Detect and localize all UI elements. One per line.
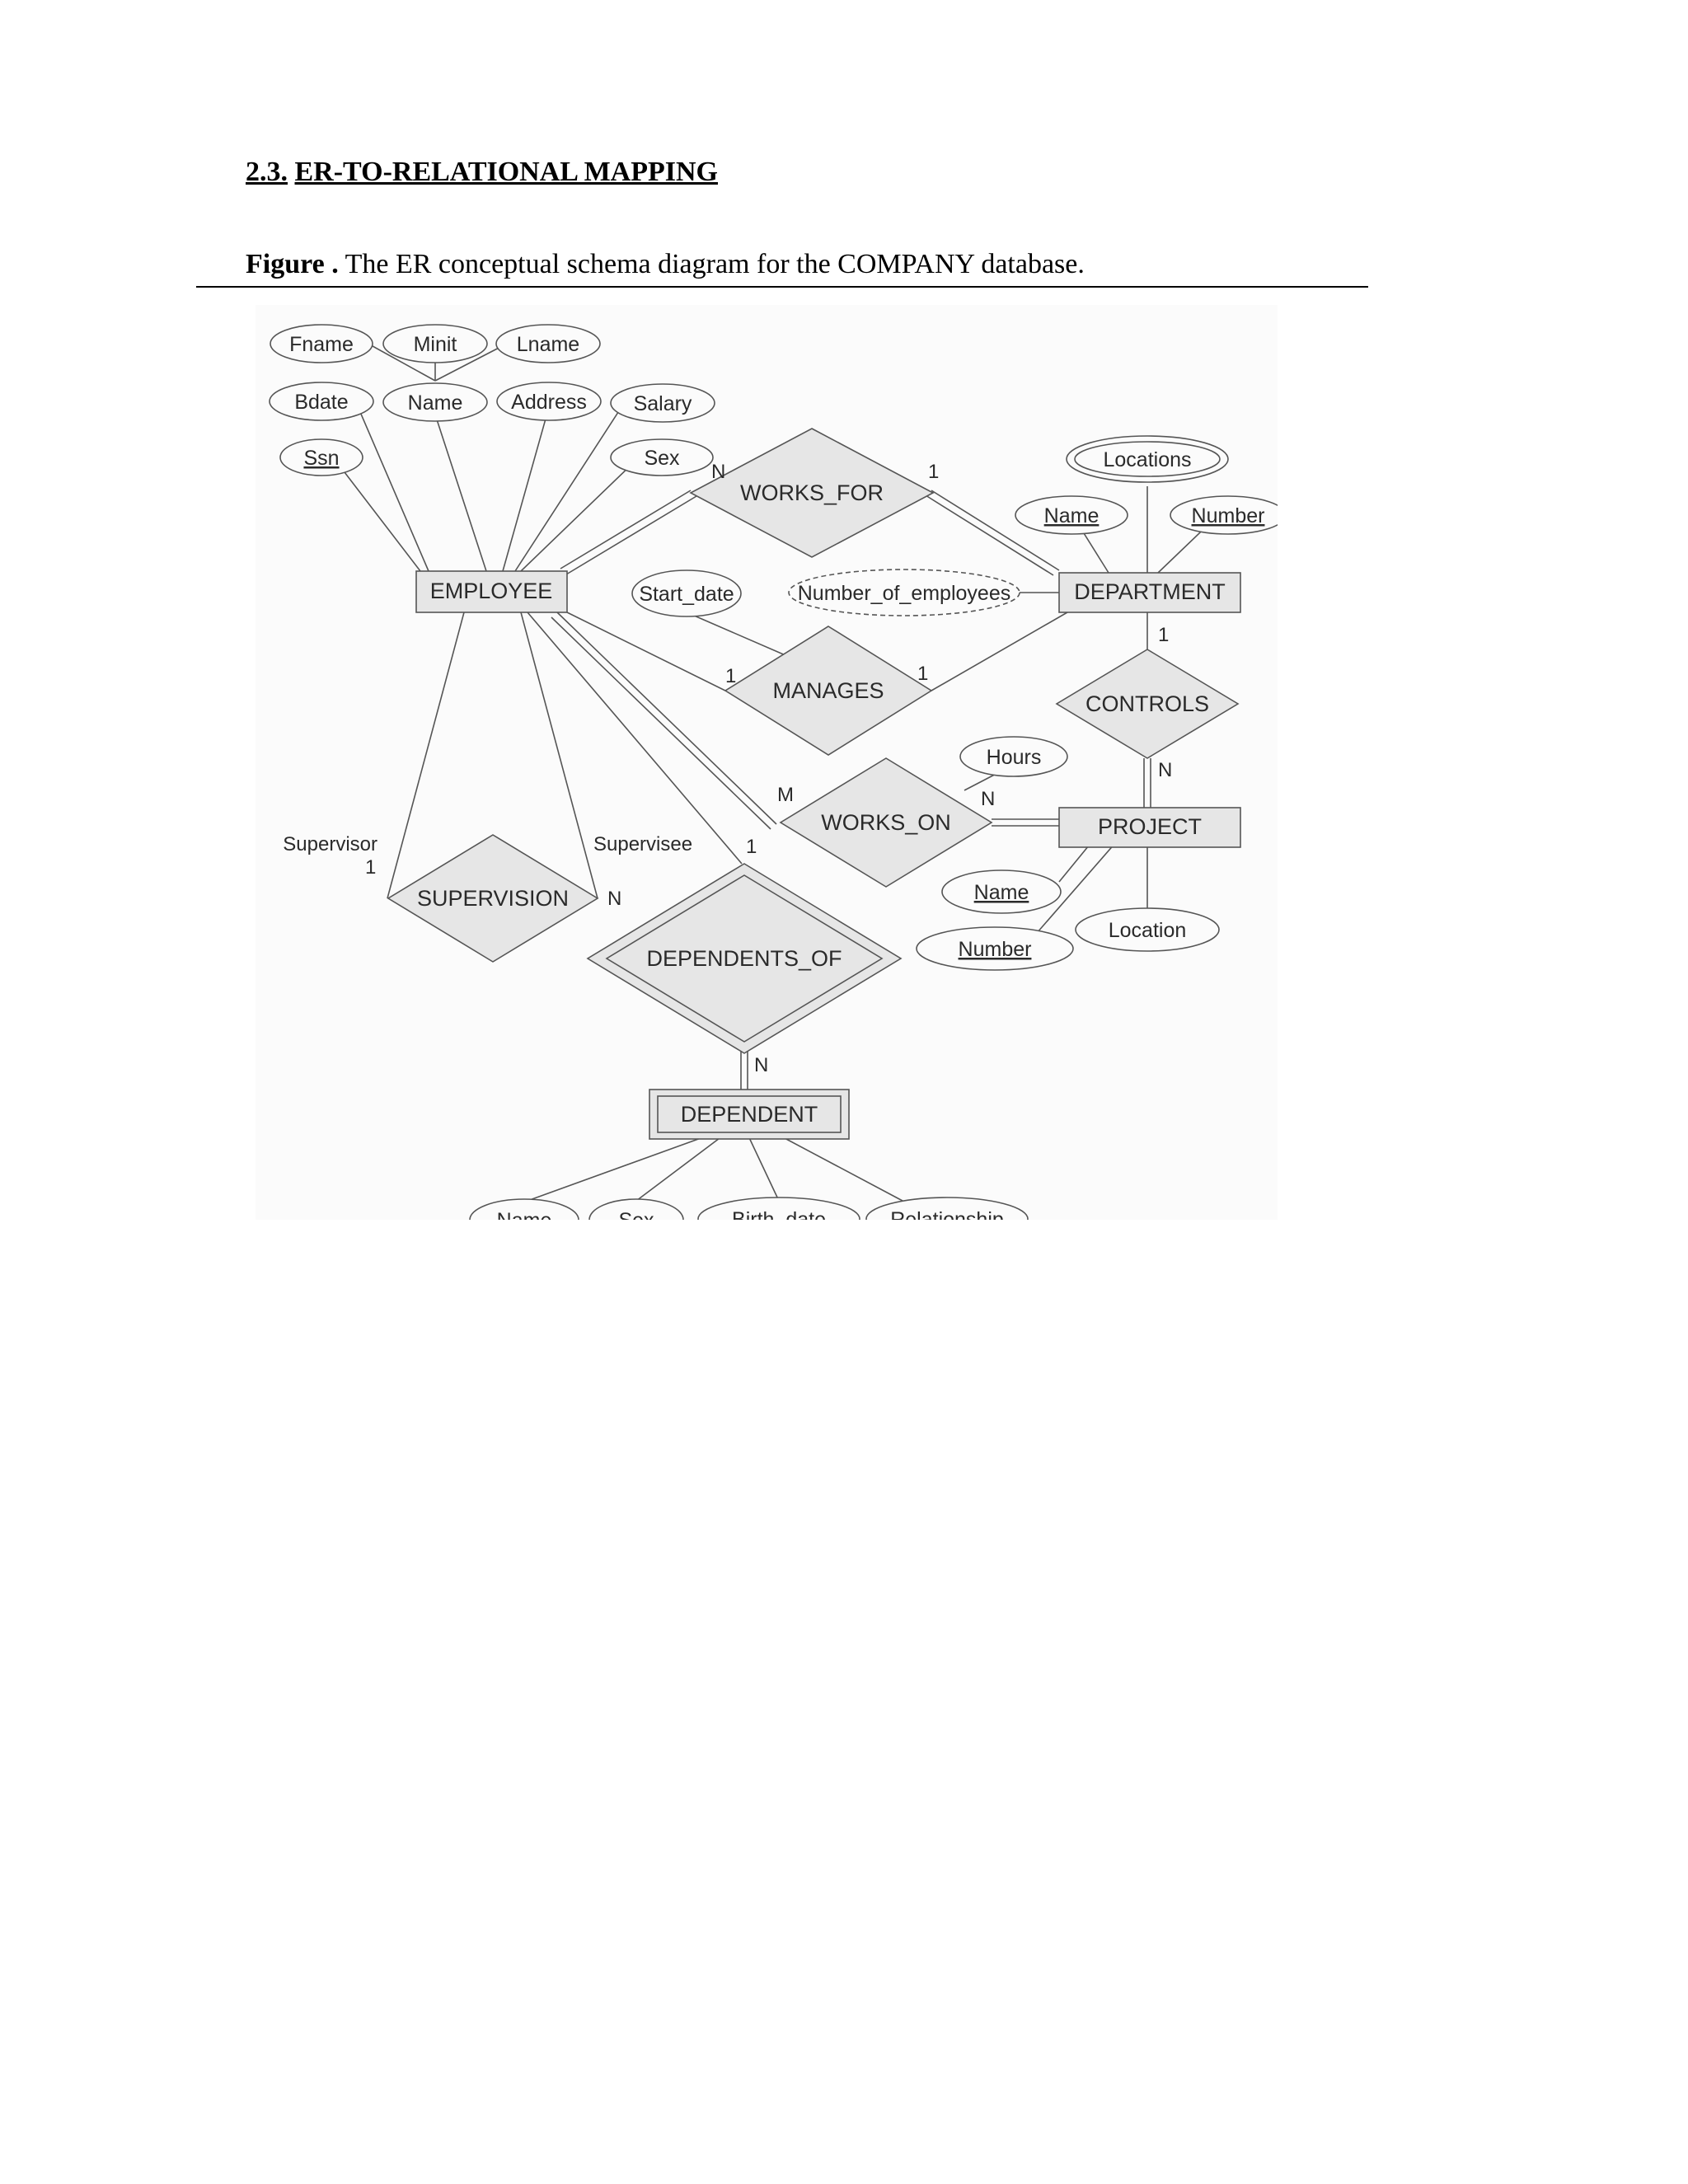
card-works-for-dept: 1 bbox=[928, 461, 939, 483]
card-works-on-emp: M bbox=[777, 784, 794, 806]
entity-employee: EMPLOYEE bbox=[415, 570, 568, 613]
figure-label: Figure . bbox=[246, 249, 339, 279]
attr-locations: Locations bbox=[1103, 448, 1191, 471]
entity-project: PROJECT bbox=[1058, 807, 1241, 848]
figure-caption: Figure . The ER conceptual schema diagra… bbox=[246, 249, 1085, 280]
card-dependents-of-emp: 1 bbox=[746, 836, 757, 858]
relationship-works-on-label: WORKS_ON bbox=[821, 810, 951, 835]
relationship-manages-label: MANAGES bbox=[772, 678, 884, 703]
attr-emp-sex-oval bbox=[610, 438, 714, 476]
er-diagram-svg: EMPLOYEE DEPARTMENT PROJECT DEPENDENT WO… bbox=[269, 324, 1287, 1241]
attr-proj-name-oval bbox=[941, 869, 1062, 914]
attr-salary: Salary bbox=[634, 392, 692, 415]
relationship-supervision: SUPERVISION bbox=[387, 834, 599, 963]
card-dependents-of-dep: N bbox=[754, 1054, 768, 1076]
attr-dep-name: Name bbox=[497, 1209, 552, 1220]
card-manages-emp: 1 bbox=[725, 665, 736, 687]
section-heading: 2.3. ER-TO-RELATIONAL MAPPING bbox=[246, 157, 718, 188]
relationship-works-for: WORKS_FOR bbox=[689, 428, 935, 558]
er-diagram: EMPLOYEE DEPARTMENT PROJECT DEPENDENT WO… bbox=[256, 305, 1287, 1241]
section-number: 2.3. bbox=[246, 157, 288, 187]
attr-bdate-oval bbox=[269, 382, 374, 421]
attr-dept-number: Number bbox=[1192, 504, 1265, 527]
attr-fname: Fname bbox=[289, 333, 354, 356]
role-supervisor: Supervisor bbox=[283, 833, 377, 855]
attr-number-of-employees-oval bbox=[788, 569, 1020, 616]
attr-ssn-oval bbox=[279, 438, 363, 476]
card-manages-dept: 1 bbox=[917, 663, 928, 685]
caption-rule bbox=[196, 286, 1368, 288]
entity-department: DEPARTMENT bbox=[1058, 572, 1241, 613]
entity-dependent-label: DEPENDENT bbox=[681, 1102, 818, 1127]
figure-caption-text: The ER conceptual schema diagram for the… bbox=[338, 249, 1085, 279]
section-title: ER-TO-RELATIONAL MAPPING bbox=[294, 157, 719, 187]
attr-emp-sex: Sex bbox=[644, 447, 680, 470]
attr-emp-name-oval bbox=[382, 382, 488, 422]
attr-lname: Lname bbox=[517, 333, 579, 356]
attr-start-date-oval bbox=[631, 569, 742, 617]
attr-hours-oval bbox=[959, 736, 1068, 777]
attr-proj-location-oval bbox=[1075, 907, 1220, 952]
attr-fname-oval bbox=[270, 324, 373, 363]
relationship-supervision-label: SUPERVISION bbox=[417, 886, 569, 911]
attr-dept-name: Name bbox=[1044, 504, 1100, 527]
attr-proj-name: Name bbox=[974, 881, 1029, 904]
entity-department-label: DEPARTMENT bbox=[1074, 579, 1226, 604]
card-works-on-proj: N bbox=[981, 788, 995, 810]
attr-salary-oval bbox=[610, 383, 715, 423]
attr-emp-name: Name bbox=[408, 391, 463, 415]
relationship-controls: CONTROLS bbox=[1055, 649, 1240, 759]
card-works-for-emp: N bbox=[711, 461, 725, 483]
attr-proj-number-oval bbox=[916, 926, 1074, 971]
weak-entity-dependent: DEPENDENT bbox=[649, 1089, 850, 1140]
relationship-controls-label: CONTROLS bbox=[1085, 691, 1209, 716]
relationship-manages: MANAGES bbox=[724, 626, 933, 756]
attr-proj-location: Location bbox=[1109, 919, 1187, 942]
attr-lname-oval bbox=[495, 324, 601, 363]
entity-employee-label: EMPLOYEE bbox=[430, 579, 553, 603]
attr-relationship: Relationship bbox=[890, 1208, 1004, 1220]
card-controls-dept: 1 bbox=[1158, 624, 1169, 646]
attr-number-of-employees: Number_of_employees bbox=[798, 582, 1010, 605]
attr-dept-name-oval bbox=[1015, 495, 1128, 535]
role-supervisee: Supervisee bbox=[593, 833, 692, 855]
identifying-relationship-dependents-of: DEPENDENTS_OF bbox=[586, 863, 903, 1054]
card-supervisee: N bbox=[607, 888, 621, 910]
role-labels: Supervisor Supervisee bbox=[283, 833, 692, 855]
attr-address-oval bbox=[496, 382, 602, 421]
relationship-works-on: WORKS_ON bbox=[779, 757, 993, 888]
attr-bdate: Bdate bbox=[294, 391, 348, 414]
attr-birth-date: Birth_date bbox=[732, 1208, 826, 1220]
attr-locations-inner-oval bbox=[1074, 441, 1221, 477]
entity-project-label: PROJECT bbox=[1098, 814, 1202, 839]
attr-hours: Hours bbox=[987, 746, 1042, 769]
card-controls-proj: N bbox=[1158, 759, 1172, 781]
attr-start-date: Start_date bbox=[639, 583, 734, 606]
relationship-dependents-of-label: DEPENDENTS_OF bbox=[646, 946, 842, 971]
attr-proj-number: Number bbox=[959, 938, 1032, 961]
cardinality-labels: N 1 1 1 1 N M N 1 N 1 N bbox=[365, 461, 1172, 1076]
attr-minit: Minit bbox=[414, 333, 457, 356]
attr-minit-oval bbox=[382, 324, 488, 363]
attr-ssn: Ssn bbox=[303, 447, 339, 470]
attr-address: Address bbox=[511, 391, 587, 414]
card-supervisor: 1 bbox=[365, 856, 376, 879]
attr-dep-sex: Sex bbox=[618, 1209, 654, 1220]
connector-lines bbox=[333, 337, 1219, 1202]
relationship-works-for-label: WORKS_FOR bbox=[740, 480, 884, 505]
